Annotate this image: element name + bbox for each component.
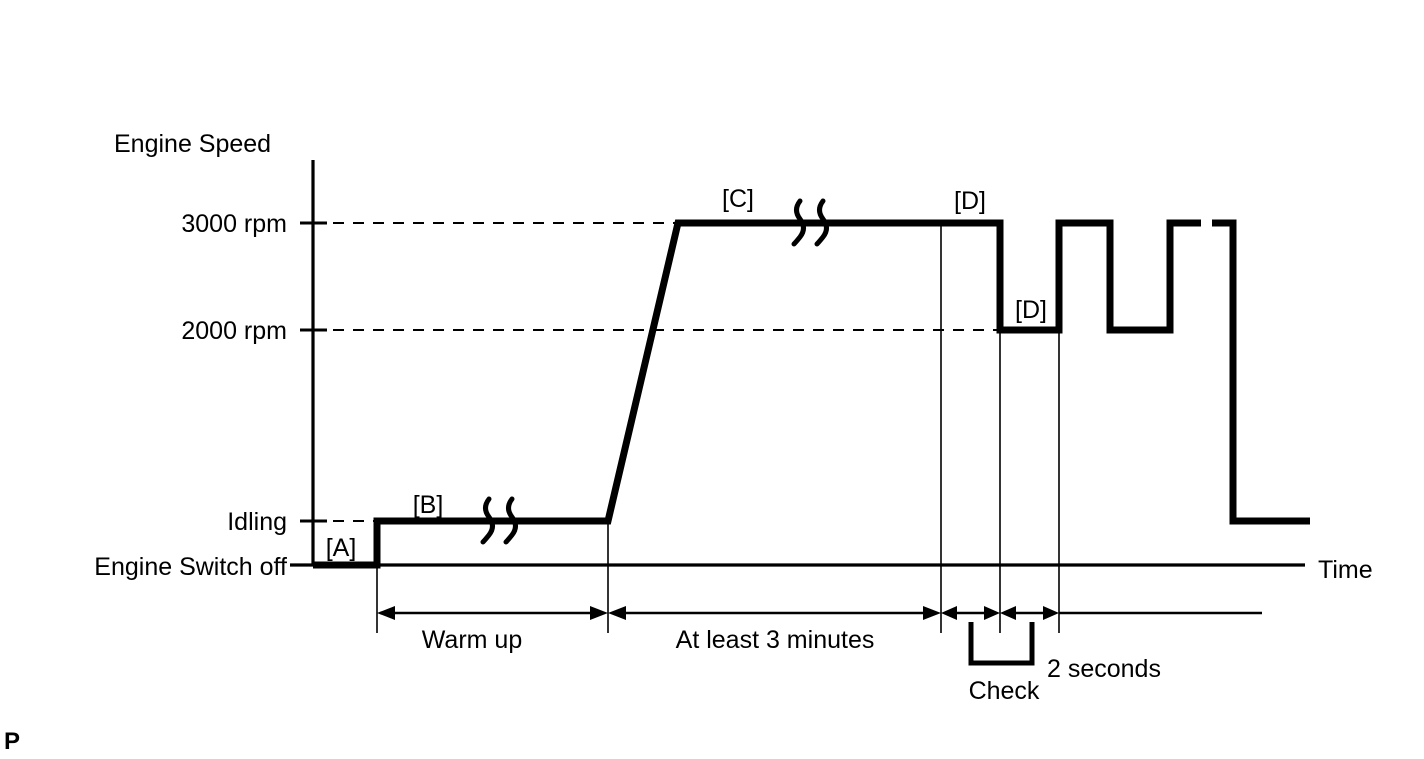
step-label-d-3000: [D]: [954, 187, 986, 215]
label-warm-up: Warm up: [422, 626, 522, 654]
engine-speed-waveform: [313, 219, 1188, 569]
y-axis-title: Engine Speed: [114, 130, 271, 158]
interval-two-seconds-first: [941, 606, 1000, 620]
label-3000-rpm: 3000 rpm: [181, 210, 287, 238]
step-label-a: [A]: [326, 534, 357, 562]
label-2000-rpm: 2000 rpm: [181, 317, 287, 345]
x-axis-title: Time: [1318, 556, 1373, 584]
label-engine-switch-off: Engine Switch off: [94, 553, 287, 581]
step-label-c: [C]: [722, 185, 754, 213]
interval-two-seconds-second: [1000, 606, 1059, 620]
label-check: Check: [969, 677, 1040, 705]
page-watermark: P: [4, 728, 20, 755]
step-label-d-2000: [D]: [1015, 296, 1047, 324]
waveform-final-drop: [1222, 219, 1310, 525]
break-mark-warmup: [480, 496, 518, 545]
check-bracket: [968, 622, 1035, 666]
label-two-seconds: 2 seconds: [1047, 655, 1161, 683]
label-at-least-3-minutes: At least 3 minutes: [676, 626, 875, 654]
interval-warm-up: [377, 606, 608, 620]
break-mark-three-minutes: [791, 198, 829, 247]
interval-at-least-3-minutes: [608, 606, 941, 620]
label-idling: Idling: [227, 508, 287, 536]
step-label-b: [B]: [413, 491, 444, 519]
